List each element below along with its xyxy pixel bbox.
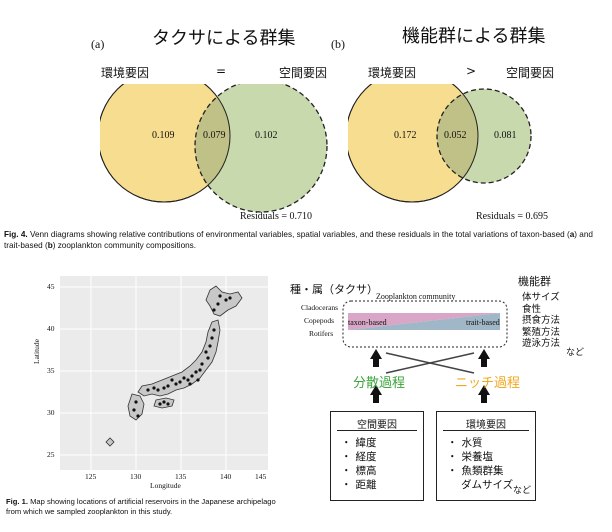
process-arrows: [370, 349, 490, 403]
taxon-based-label: taxon-based: [348, 318, 387, 327]
panel-letter: (b): [331, 37, 345, 51]
y-tick-label: 45: [47, 282, 55, 291]
overlap-region: [437, 89, 478, 183]
trait-item: 食性: [522, 303, 542, 315]
trait-based-label: trait-based: [466, 318, 500, 327]
honshu: [137, 319, 221, 397]
overlap-value: 0.079: [203, 130, 226, 141]
trait-based-band: [348, 313, 500, 330]
x-tick-label: 145: [255, 472, 267, 481]
niche-process-label: ニッチ過程: [455, 376, 521, 391]
trait-list: 体サイズ 食性 摂食方法 繁殖方法 遊泳方法: [522, 292, 560, 350]
x-tick-label: 140: [220, 472, 232, 481]
list-item: ・栄養塩: [447, 451, 493, 463]
env-etc: など: [512, 486, 531, 496]
spatial-factor-label: 空間要因: [279, 66, 328, 80]
residuals-value: Residuals = 0.695: [476, 211, 549, 222]
x-axis-label: Longitude: [150, 481, 181, 490]
panel-title: タクサによる群集: [152, 28, 296, 49]
taxon-copepods: Copepods: [304, 316, 334, 325]
venn-diagram-b: [348, 84, 532, 203]
taxon-rotifers: Rotifers: [309, 329, 334, 338]
x-tick-label: 125: [85, 472, 97, 481]
taxon-cladocerans: Cladocerans: [301, 303, 339, 312]
traits-heading: 機能群: [518, 275, 551, 288]
down-arrow-right: [478, 385, 490, 403]
taxa-heading: 種・属（タクサ）: [290, 283, 378, 296]
trait-item: 遊泳方法: [522, 338, 561, 349]
fig4-caption: Fig. 4. Venn diagrams showing relative c…: [4, 230, 593, 250]
up-arrow-left: [370, 349, 382, 367]
panel-title: 機能群による群集: [402, 26, 546, 47]
env-box-title: 環境要因: [466, 420, 506, 431]
env-factors-box: 環境要因 ・水質 ・栄養塩 ・魚類群集 ダムサイズ など: [436, 411, 536, 501]
residuals-value: Residuals = 0.710: [240, 211, 313, 222]
spatial-only-value: 0.081: [494, 130, 517, 141]
env-factor-label: 環境要因: [368, 66, 417, 80]
list-item: ・水質: [447, 437, 483, 449]
okinawa: [105, 437, 115, 447]
list-item: ・標高: [341, 465, 377, 477]
list-item: ・経度: [341, 451, 377, 463]
spatial-box-title: 空間要因: [357, 420, 397, 431]
dispersal-process-label: 分散過程: [353, 376, 406, 391]
y-axis-label-wrap: Latitude: [32, 325, 52, 385]
y-tick-label: 40: [47, 324, 55, 333]
japan-landmass: [105, 285, 243, 447]
up-arrow-right: [478, 349, 490, 367]
community-label: Zooplankton community: [376, 292, 456, 301]
hokkaido: [205, 285, 243, 317]
list-item: ダムサイズ: [461, 479, 514, 491]
y-tick-label: 30: [47, 408, 55, 417]
env-only-value: 0.172: [394, 130, 417, 141]
map-plot-area: [60, 276, 268, 470]
venn-diagram-a: [100, 84, 328, 213]
trait-item: 繁殖方法: [522, 326, 561, 338]
fig1-label: Fig. 1.: [6, 497, 28, 506]
down-arrow-left: [370, 385, 382, 403]
env-factor-label: 環境要因: [101, 66, 150, 80]
x-tick-label: 130: [130, 472, 142, 481]
list-item: ・緯度: [341, 437, 377, 449]
y-tick-label: 25: [47, 450, 55, 459]
traits-etc: など: [566, 348, 585, 358]
trait-item: 摂食方法: [522, 315, 561, 326]
list-item: ・距離: [341, 479, 377, 491]
env-only-value: 0.109: [152, 130, 175, 141]
panel-letter: (a): [91, 37, 105, 51]
spatial-factors-box: 空間要因 ・緯度 ・経度 ・標高 ・距離: [330, 411, 424, 501]
y-axis-label: Latitude: [32, 339, 41, 364]
comparison-operator: >: [466, 64, 477, 78]
cross-line-2: [385, 352, 475, 374]
trait-item: 体サイズ: [522, 292, 560, 303]
fig1-caption: Fig. 1. Map showing locations of artific…: [6, 497, 276, 516]
reservoir-sites: [132, 294, 232, 418]
comparison-operator: =: [216, 64, 227, 78]
spatial-circle: [195, 84, 327, 212]
list-item: ・魚類群集: [447, 465, 504, 477]
env-factor-list: ・水質 ・栄養塩 ・魚類群集 ダムサイズ: [447, 436, 513, 492]
spatial-factor-label: 空間要因: [506, 66, 555, 80]
spatial-only-value: 0.102: [255, 130, 278, 141]
fig4-label: Fig. 4.: [4, 230, 28, 239]
y-tick-label: 35: [47, 366, 55, 375]
spatial-factor-list: ・緯度 ・経度 ・標高 ・距離: [341, 436, 377, 492]
community-box: [342, 300, 508, 348]
overlap-value: 0.052: [444, 130, 467, 141]
x-tick-label: 135: [175, 472, 187, 481]
